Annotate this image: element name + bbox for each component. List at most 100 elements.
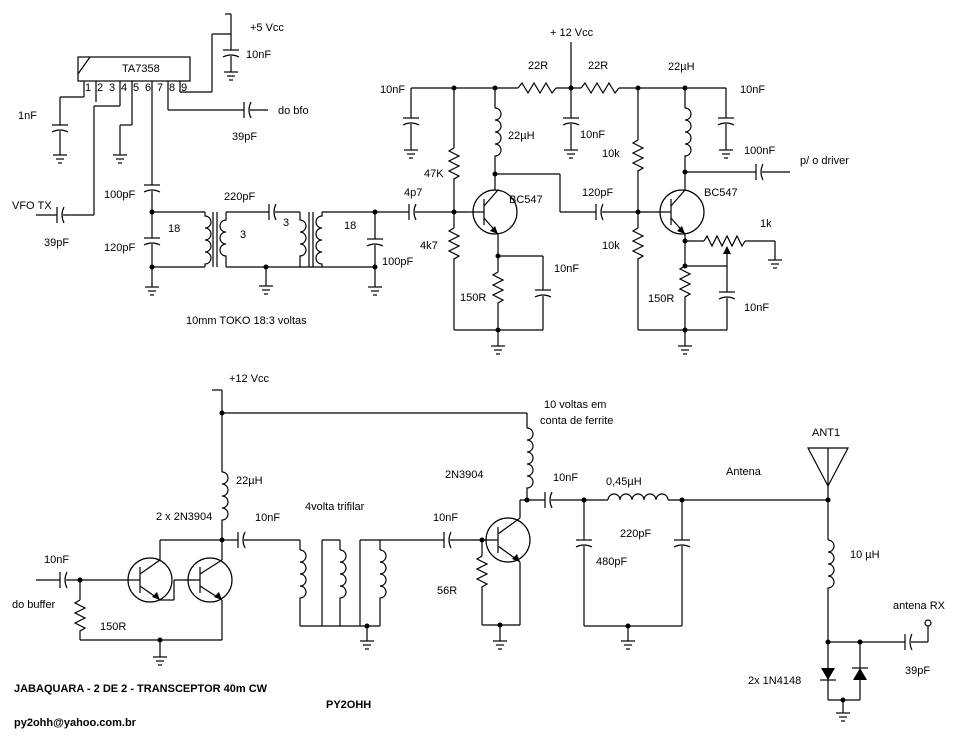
- pin-7: 7: [157, 82, 163, 94]
- q1-label: BC547: [509, 194, 543, 206]
- cap-4p7: 4p7: [404, 187, 470, 221]
- r-150b-label: 150R: [648, 293, 674, 305]
- turns-3b-label: 3: [283, 217, 289, 229]
- cap-vfo-label: 39pF: [44, 237, 69, 249]
- pin-6: 6: [145, 82, 151, 94]
- r-4k7-label: 4k7: [420, 240, 438, 252]
- pin-5: 5: [133, 82, 139, 94]
- turns-18a-label: 18: [168, 223, 180, 235]
- transformer-1: 3: [204, 211, 322, 295]
- cap-100p-b-label: 100pF: [382, 256, 413, 268]
- trifilar-label: 4volta trifilar: [305, 501, 365, 513]
- cap-10n-left: 10nF: [380, 84, 420, 159]
- stage1-bc547: 47K 4k7 22µH BC547 150R 10nF: [420, 88, 596, 355]
- rx-label: antena RX: [893, 600, 946, 612]
- q2-label: BC547: [704, 187, 738, 199]
- cap-120p-b-label: 120pF: [582, 187, 613, 199]
- r-22a-label: 22R: [528, 60, 548, 72]
- antenna-net-label: Antena: [726, 466, 762, 478]
- cap-out: 10nF: [237, 512, 300, 549]
- bfo-input: do bfo 39pF: [232, 101, 309, 143]
- cap-in-label: 10nF: [44, 554, 69, 566]
- l-22u-b-label: 22µH: [668, 61, 695, 73]
- ic-ta7358-block: TA7358 1 2 3 4 5 6 7 8 9: [59, 33, 244, 215]
- vcc12-lower-label: +12 Vcc: [229, 373, 270, 385]
- pa-input: 10nF do buffer 150R: [12, 554, 222, 666]
- pin-2: 2: [97, 82, 103, 94]
- pin-9: 9: [181, 82, 187, 94]
- cap-4p7-label: 4p7: [404, 187, 422, 199]
- r-150-lower-label: 150R: [100, 621, 126, 633]
- cap-out-label: 10nF: [255, 512, 280, 524]
- cap-220p: 220pF 3: [224, 191, 300, 229]
- r-10k-a-label: 10k: [602, 148, 620, 160]
- vcc12-label: + 12 Vcc: [550, 27, 594, 39]
- ic-label: TA7358: [122, 63, 160, 75]
- vcc5-supply: +5 Vcc 10nF: [222, 13, 284, 81]
- footer-callsign: PY2OHH: [326, 699, 371, 711]
- footer: JABAQUARA - 2 DE 2 - TRANSCEPTOR 40m CW …: [14, 683, 371, 729]
- cap-480p-label: 480pF: [596, 556, 627, 568]
- vcc5-label: +5 Vcc: [250, 22, 284, 34]
- cap-mid-label: 10nF: [433, 512, 458, 524]
- r-10k-b-label: 10k: [602, 240, 620, 252]
- final-stage: 10nF 56R 2N3904 10 voltas em conta de fe…: [433, 399, 613, 650]
- pot-1k-label: 1k: [760, 218, 772, 230]
- vfo-input: VFO TX 39pF: [12, 200, 94, 249]
- diodes-label: 2x 1N4148: [748, 675, 801, 687]
- cap-120p-a-label: 120pF: [104, 242, 135, 254]
- cap-220p-lower-label: 220pF: [620, 528, 651, 540]
- r-47k-label: 47K: [424, 168, 444, 180]
- transformer-2: 18 100pF 10mm TOKO 18:3 voltas: [186, 209, 413, 327]
- buffer-label: do buffer: [12, 599, 56, 611]
- cap-10n-left-label: 10nF: [380, 84, 405, 96]
- l-22u-lower-label: 22µH: [236, 475, 263, 487]
- turns-3a-label: 3: [240, 229, 246, 241]
- ground-pin4: [113, 154, 127, 164]
- cap-220p-label: 220pF: [224, 191, 255, 203]
- antenna-ant1: ANT1: [807, 427, 849, 503]
- input-tank: 100pF 120pF 18: [104, 184, 205, 296]
- transistor-pair: [127, 537, 238, 640]
- stage2-bc547: 10k 10k 22µH 100nF p/ o driver BC547: [602, 61, 849, 355]
- cap-120p-b: 120pF: [582, 187, 660, 221]
- cap-pin1: 1nF: [18, 110, 69, 164]
- pin-8: 8: [169, 82, 175, 94]
- cap-10n-mid-label: 10nF: [580, 129, 605, 141]
- vcc12-rail: + 12 Vcc 22R 22R: [411, 27, 726, 95]
- l-22u-a-label: 22µH: [508, 130, 535, 142]
- rx-path: 10 µH antena RX 39pF 2x 1N4148: [748, 500, 946, 722]
- l-10u-label: 10 µH: [850, 549, 880, 561]
- footer-email: py2ohh@yahoo.com.br: [14, 717, 137, 729]
- cap-coupling-label: 10nF: [553, 472, 578, 484]
- turns-18b-label: 18: [344, 220, 356, 232]
- cap-rx-label: 39pF: [905, 665, 930, 677]
- cap-10n-e1-label: 10nF: [554, 263, 579, 275]
- r-56-label: 56R: [437, 585, 457, 597]
- ferrite-note-2: conta de ferrite: [540, 415, 613, 427]
- vfo-label: VFO TX: [12, 200, 52, 212]
- r-150a-label: 150R: [460, 292, 486, 304]
- footer-title: JABAQUARA - 2 DE 2 - TRANSCEPTOR 40m CW: [14, 683, 268, 695]
- ferrite-note-1: 10 voltas em: [544, 399, 606, 411]
- ant1-label: ANT1: [812, 427, 840, 439]
- cap-10n-right-label: 10nF: [740, 84, 765, 96]
- bfo-label: do bfo: [278, 105, 309, 117]
- toko-note: 10mm TOKO 18:3 voltas: [186, 315, 307, 327]
- driver-label: p/ o driver: [800, 155, 849, 167]
- pin-1: 1: [85, 82, 91, 94]
- l-045-label: 0,45µH: [606, 476, 642, 488]
- trifilar-transformer: 4volta trifilar: [299, 501, 444, 650]
- q-final-label: 2N3904: [445, 469, 484, 481]
- lower-supply: +12 Vcc 22µH 2 x 2N3904: [156, 373, 528, 540]
- pin-3: 3: [109, 82, 115, 94]
- cap-10n-e2-label: 10nF: [744, 302, 769, 314]
- cap-10n-mid: 10nF: [562, 88, 605, 159]
- cap-100n-label: 100nF: [744, 145, 775, 157]
- pair-label: 2 x 2N3904: [156, 511, 212, 523]
- pin-4: 4: [121, 82, 127, 94]
- cap-100p-a-label: 100pF: [104, 189, 135, 201]
- cap-10n-right: 10nF: [717, 84, 765, 159]
- cap-vcc5-label: 10nF: [246, 49, 271, 61]
